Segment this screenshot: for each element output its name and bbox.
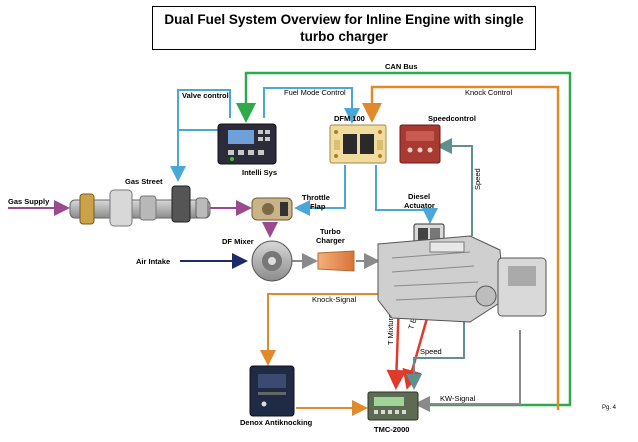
speed-to-tmc-line (406, 318, 465, 390)
actuator-control-line (375, 165, 438, 224)
can-bus-line (236, 71, 572, 407)
gas-supply-line (8, 200, 278, 238)
denox-device (249, 365, 295, 417)
intelli-sys-label: Intelli Sys (242, 168, 277, 177)
df-mixer-device (251, 240, 293, 282)
turbo-charger-label-line2: Charger (316, 236, 345, 245)
throttle-flap-label-line1: Throttle (302, 193, 330, 202)
diesel-actuator-label-line1: Diesel (408, 192, 430, 201)
tmc2000-device (367, 391, 419, 421)
diagram-title: Dual Fuel System Overview for Inline Eng… (152, 6, 536, 50)
air-intake-label: Air Intake (136, 257, 170, 266)
knock-signal-line (260, 293, 392, 366)
knock-control-line (362, 85, 560, 410)
valve-control-label: Valve control (182, 91, 229, 100)
denox-label: Denox Antiknocking (240, 418, 313, 427)
dfm100-label: DFM 100 (334, 114, 365, 123)
tmc2000-label: TMC-2000 (374, 425, 409, 434)
t-mixture-label: T Mixture (386, 314, 395, 345)
engine-device (377, 235, 547, 323)
speed-vertical-label: Speed (473, 168, 482, 190)
turbo-charger-device (317, 250, 355, 272)
throttle-flap-device (251, 197, 293, 221)
valve-control-line (170, 89, 231, 182)
speedcontrol-device (399, 124, 441, 164)
throttle-control-line (294, 165, 346, 216)
dfm100-device (329, 124, 387, 164)
throttle-flap-label-line2: Flap (310, 202, 326, 211)
can-bus-label: CAN Bus (385, 62, 418, 71)
speedcontrol-label: Speedcontrol (428, 114, 476, 123)
fuel-mode-control-line (263, 87, 360, 124)
fuel-mode-control-label: Fuel Mode Control (284, 88, 346, 97)
title-text: Dual Fuel System Overview for Inline Eng… (164, 12, 524, 44)
gas-street-label: Gas Street (125, 177, 163, 186)
gas-street-device (69, 185, 211, 227)
knock-control-label: Knock Control (465, 88, 512, 97)
kw-signal-line (414, 330, 521, 412)
df-mixer-label: DF Mixer (222, 237, 254, 246)
speed-feedback-line (436, 138, 473, 236)
turbo-charger-label-line1: Turbo (320, 227, 341, 236)
gas-supply-label: Gas Supply (8, 197, 50, 206)
knock-signal-label: Knock-Signal (312, 295, 357, 304)
speed-bottom-label: Speed (420, 347, 442, 356)
kw-signal-label: KW-Signal (440, 394, 476, 403)
page-number: Pg. 4 (601, 405, 616, 411)
intelli-sys-device (217, 123, 277, 165)
diesel-actuator-label-line2: Actuator (404, 201, 435, 210)
